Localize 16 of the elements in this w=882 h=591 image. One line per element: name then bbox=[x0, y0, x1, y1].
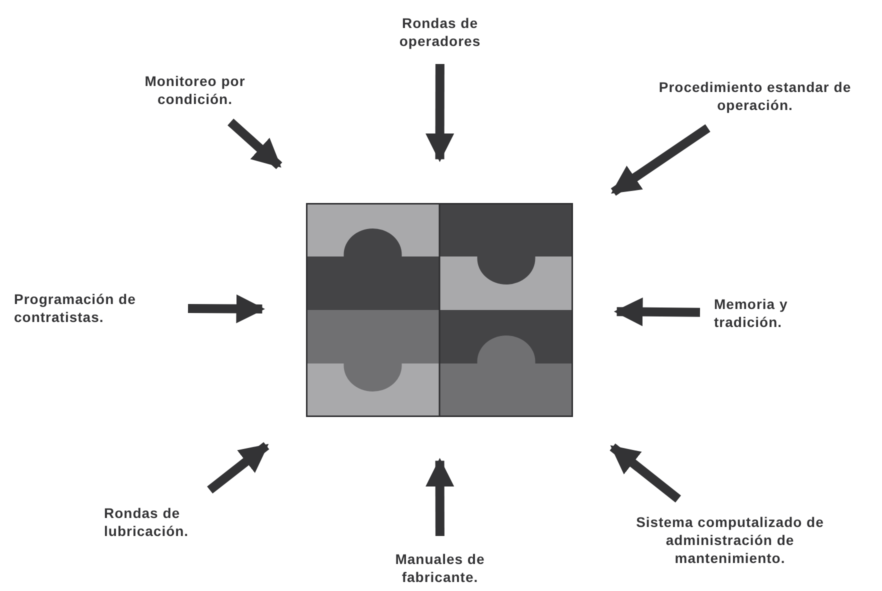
node-label: Memoria y tradición. bbox=[714, 295, 824, 331]
node-label: Monitoreo por condición. bbox=[120, 72, 270, 108]
node-label: Sistema computalizado de administración de mantenimiento. bbox=[630, 513, 830, 567]
node-label: Manuales de fabricante. bbox=[380, 550, 500, 586]
arrow bbox=[188, 294, 266, 324]
node-label: Rondas de operadores bbox=[380, 14, 500, 50]
node-label: Procedimiento estandar de operación. bbox=[650, 78, 860, 114]
arrow bbox=[610, 124, 710, 196]
node-label: Rondas de lubricación. bbox=[104, 504, 234, 540]
arrow bbox=[610, 443, 681, 503]
arrow bbox=[614, 297, 700, 326]
node-label: Programación de contratistas. bbox=[14, 290, 174, 326]
arrow bbox=[228, 118, 282, 170]
arrow bbox=[207, 442, 270, 494]
arrow bbox=[425, 458, 454, 536]
arrow bbox=[425, 64, 454, 162]
